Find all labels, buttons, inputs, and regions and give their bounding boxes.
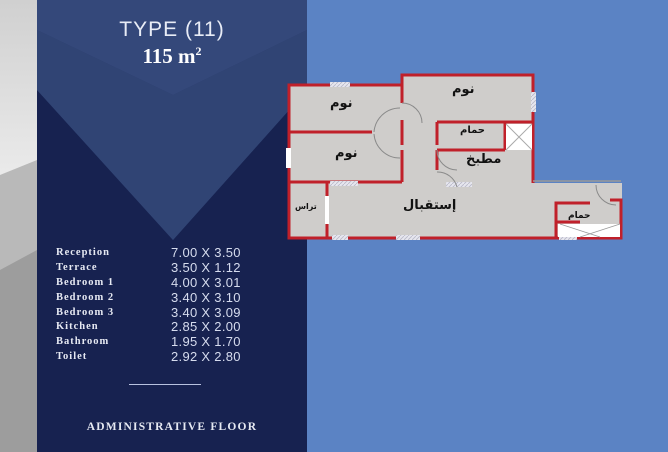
left-decorative-strip bbox=[0, 0, 37, 452]
spec-dimensions: 7.00 X 3.50 bbox=[171, 244, 241, 260]
spec-dimensions: 3.40 X 3.10 bbox=[171, 289, 241, 305]
unit-type-title: TYPE (11) bbox=[119, 18, 225, 41]
spec-row: Toilet 2.92 X 2.80 bbox=[56, 349, 241, 364]
spec-room: Bedroom 3 bbox=[56, 306, 115, 318]
spec-row: Bedroom 1 4.00 X 3.01 bbox=[56, 275, 241, 290]
room-label-bedroom-top-left: نوم bbox=[330, 96, 353, 111]
info-panel: TYPE (11) 115 m2 Reception 7.00 X 3.50 Te… bbox=[37, 0, 307, 452]
spec-row: Bathroom 1.95 X 1.70 bbox=[56, 334, 241, 349]
spec-room: Bedroom 1 bbox=[56, 276, 115, 288]
spec-row: Bedroom 2 3.40 X 3.10 bbox=[56, 290, 241, 305]
spec-room: Terrace bbox=[56, 261, 98, 273]
spec-row: Terrace 3.50 X 1.12 bbox=[56, 260, 241, 275]
floor-label: ADMINISTRATIVE FLOOR bbox=[86, 421, 258, 433]
room-label-terrace: تراس bbox=[295, 202, 317, 211]
room-label-toilet: حمام bbox=[568, 211, 591, 221]
room-label-bedroom-mid-left: نوم bbox=[335, 146, 358, 161]
spec-dimensions: 1.95 X 1.70 bbox=[171, 334, 241, 350]
room-label-reception: إستقبال bbox=[403, 198, 457, 213]
room-label-kitchen: مطبخ bbox=[466, 152, 502, 167]
spec-room: Bathroom bbox=[56, 336, 110, 348]
spec-room: Reception bbox=[56, 246, 110, 258]
spec-dimensions: 4.00 X 3.01 bbox=[171, 274, 241, 290]
spec-dimensions: 3.40 X 3.09 bbox=[171, 304, 241, 320]
room-label-bathroom: حمام bbox=[460, 125, 485, 136]
spec-room: Bedroom 2 bbox=[56, 291, 115, 303]
spec-row: Reception 7.00 X 3.50 bbox=[56, 245, 241, 260]
spec-dimensions: 2.92 X 2.80 bbox=[171, 349, 241, 365]
room-label-bedroom-top-right: نوم bbox=[452, 82, 475, 97]
spec-dimensions: 3.50 X 1.12 bbox=[171, 259, 241, 275]
spec-row: Kitchen 2.85 X 2.00 bbox=[56, 319, 241, 334]
spec-dimensions: 2.85 X 2.00 bbox=[171, 319, 241, 335]
chevron-background bbox=[37, 0, 307, 240]
unit-area: 115 m2 bbox=[142, 44, 202, 68]
divider-line bbox=[129, 384, 201, 385]
spec-room: Toilet bbox=[56, 351, 88, 363]
spec-room: Kitchen bbox=[56, 321, 99, 333]
spec-row: Bedroom 3 3.40 X 3.09 bbox=[56, 305, 241, 320]
